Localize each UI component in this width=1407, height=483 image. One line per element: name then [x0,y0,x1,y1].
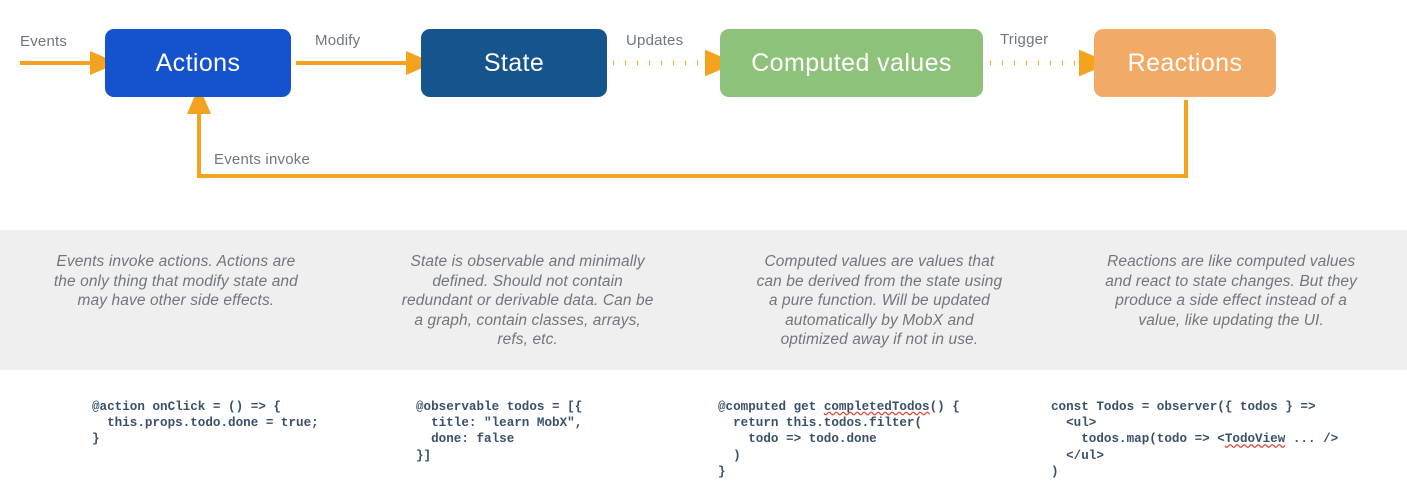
description-band: Events invoke actions. Actions are the o… [0,230,1407,370]
code-text-after: ... /> </ul> ) [1051,432,1339,480]
description-cell-reactions: Reactions are like computed values and r… [1055,230,1407,370]
node-reactions[interactable]: Reactions [1094,29,1276,97]
edge-label-modify: Modify [315,32,361,49]
code-squiggle-todo-view: TodoView [1224,432,1286,447]
code-snippet-reactions[interactable]: const Todos = observer({ todos } => <ul>… [1051,399,1338,481]
description-cell-state: State is observable and minimally define… [352,230,704,370]
code-text-after: () { return this.todos.filter( todo => t… [718,399,960,480]
description-cell-computed: Computed values are values that can be d… [704,230,1056,370]
description-text-actions: Events invoke actions. Actions are the o… [53,253,298,309]
node-state[interactable]: State [421,29,607,97]
code-snippet-actions[interactable]: @action onClick = () => { this.props.tod… [92,399,319,447]
description-text-computed: Computed values are values that can be d… [756,253,1003,348]
description-text-reactions: Reactions are like computed values and r… [1105,253,1357,329]
edge-label-events: Events [20,33,68,50]
edge-label-updates: Updates [626,32,684,49]
description-text-state: State is observable and minimally define… [401,253,654,348]
code-snippet-state[interactable]: @observable todos = [{ title: "learn Mob… [416,399,583,463]
code-band: @action onClick = () => { this.props.tod… [0,378,1407,483]
code-snippet-computed[interactable]: @computed get completedTodos() { return … [718,399,960,481]
description-cell-actions: Events invoke actions. Actions are the o… [0,230,352,370]
arrow-events-invoke [187,86,1188,178]
flow-arrows [20,49,1188,178]
code-text-before: @computed get [718,399,824,414]
node-computed-values[interactable]: Computed values [720,29,983,97]
flow-diagram: Actions State Computed values Reactions … [0,0,1407,230]
node-actions[interactable]: Actions [105,29,291,97]
edge-label-events-invoke: Events invoke [214,151,310,168]
code-squiggle-completed-todos: completedTodos [823,399,930,414]
edge-label-trigger: Trigger [1000,31,1049,48]
code-text-before: const Todos = observer({ todos } => <ul>… [1051,399,1316,447]
